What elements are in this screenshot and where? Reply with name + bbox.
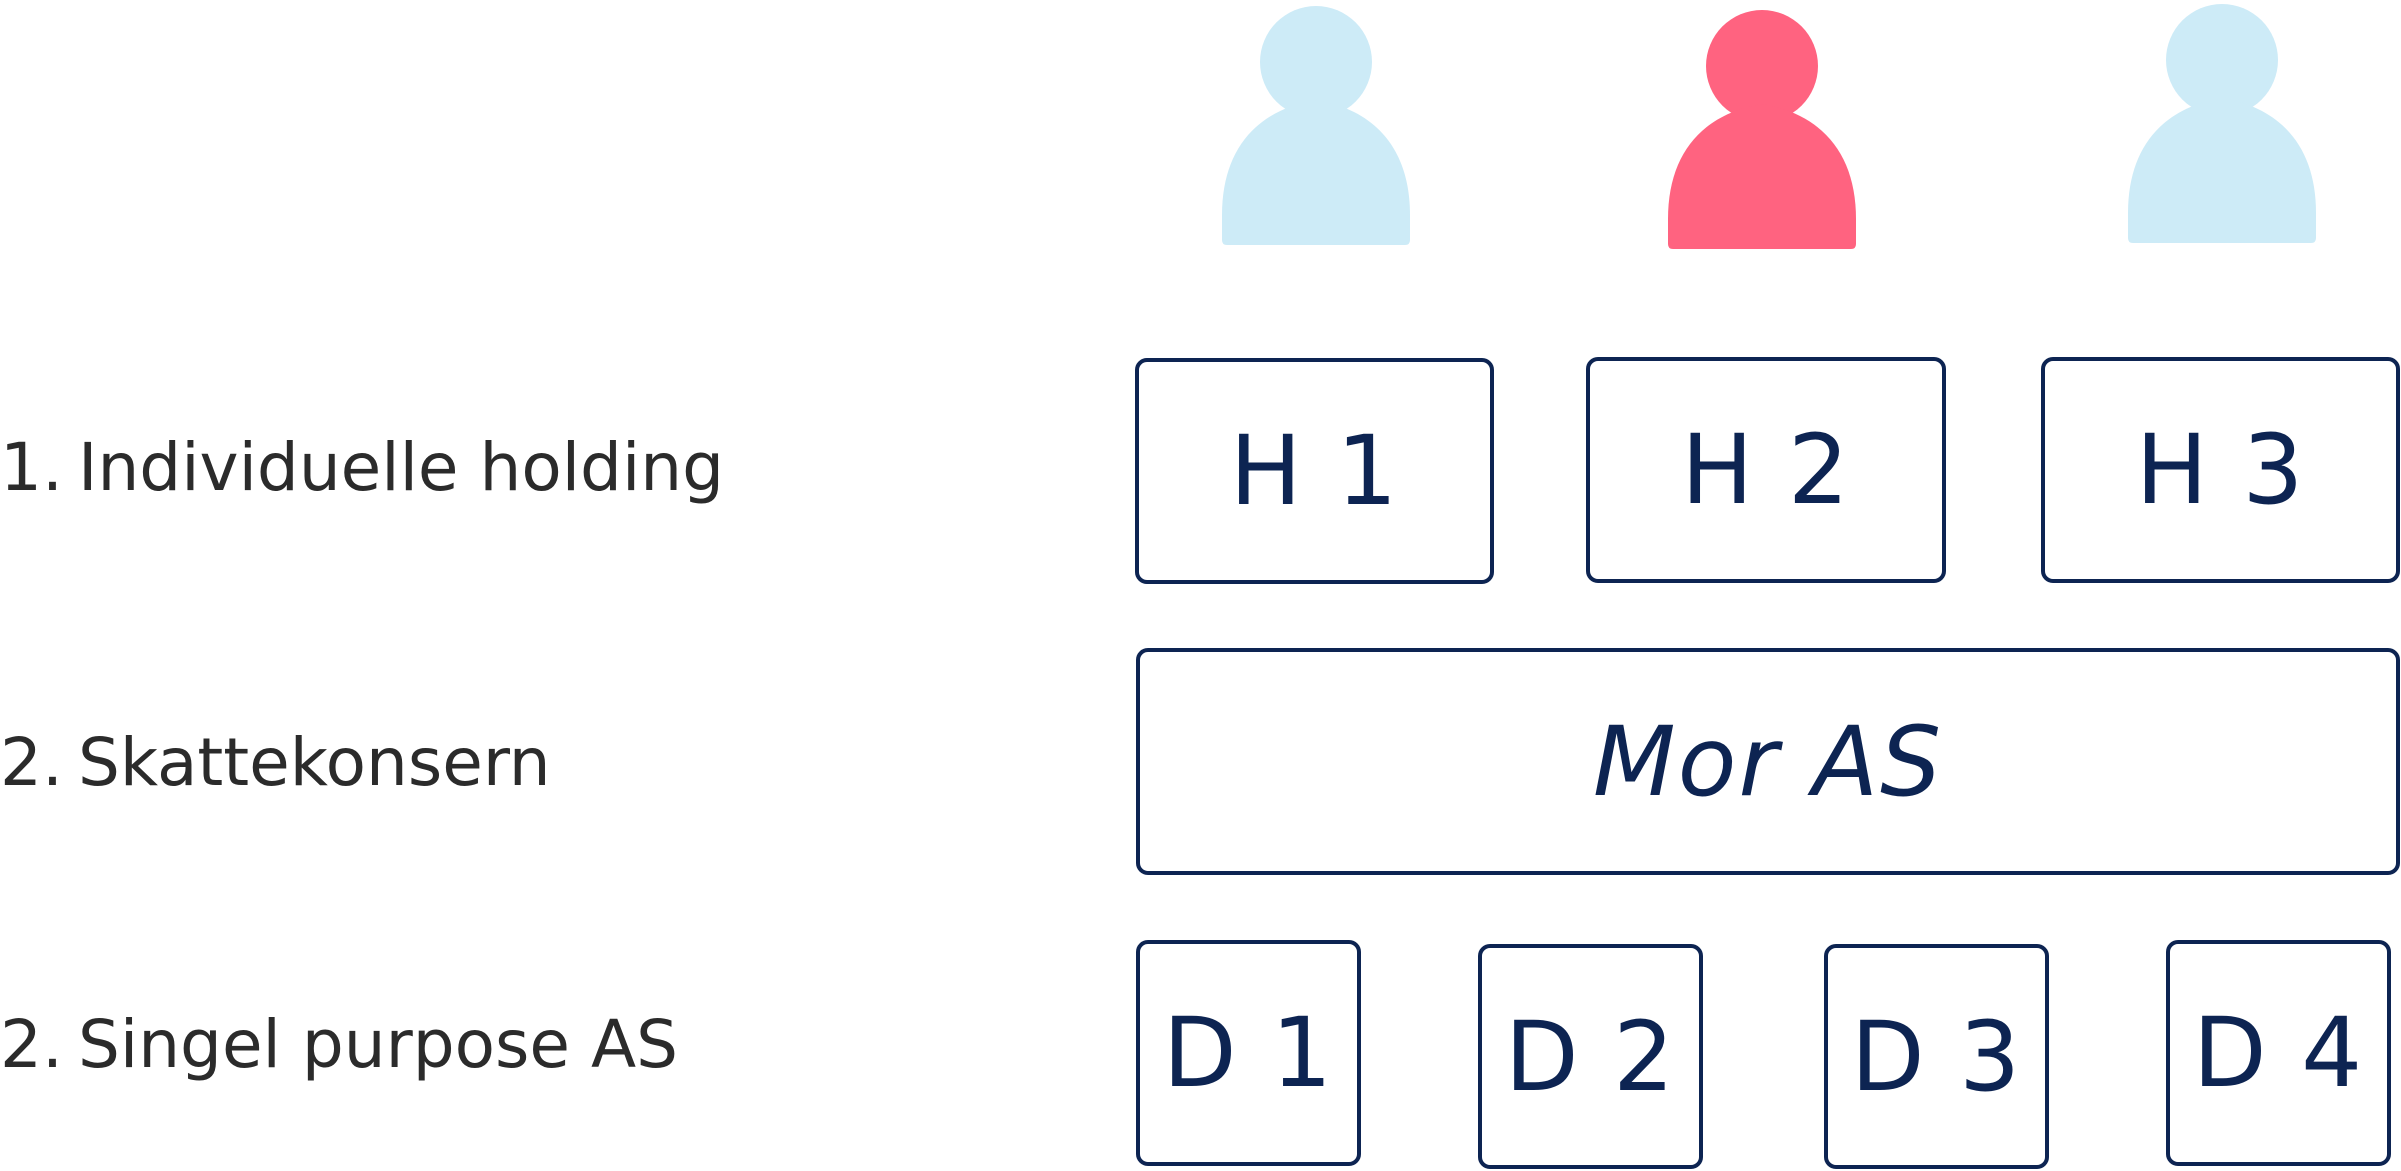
- level-label-single-purpose: 2.Singel purpose AS: [0, 1000, 678, 1090]
- subsidiary-box-d3: D 3: [1824, 944, 2049, 1169]
- level-number: 2.: [0, 724, 63, 801]
- holding-box-h3: H 3: [2041, 357, 2400, 583]
- parent-company-box: Mor AS: [1136, 648, 2400, 875]
- person-head: [1260, 6, 1372, 118]
- person-body: [2128, 98, 2316, 243]
- level-number: 1.: [0, 429, 63, 506]
- person-body: [1222, 100, 1410, 245]
- level-text: Individuelle holding: [78, 429, 725, 506]
- person-icon-1: [1222, 6, 1410, 245]
- level-text: Singel purpose AS: [78, 1006, 679, 1083]
- person-head: [1706, 10, 1818, 122]
- level-text: Skattekonsern: [78, 724, 551, 801]
- level-label-individual-holding: 1.Individuelle holding: [0, 423, 724, 513]
- level-label-tax-group: 2.Skattekonsern: [0, 718, 551, 808]
- holding-box-h2: H 2: [1586, 357, 1946, 583]
- person-icon-2: [1668, 10, 1856, 249]
- person-icon-3: [2128, 4, 2316, 243]
- subsidiary-box-d2: D 2: [1478, 944, 1703, 1169]
- subsidiary-box-d4: D 4: [2166, 940, 2391, 1166]
- level-number: 2.: [0, 1006, 63, 1083]
- person-body: [1668, 104, 1856, 249]
- subsidiary-box-d1: D 1: [1136, 940, 1361, 1166]
- holding-box-h1: H 1: [1135, 358, 1494, 584]
- person-head: [2166, 4, 2278, 116]
